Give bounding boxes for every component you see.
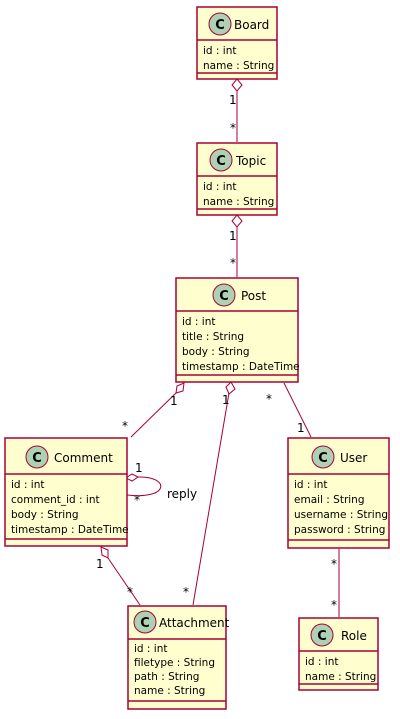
class-stereotype-letter: C [32, 451, 42, 466]
class-stereotype-letter: C [216, 154, 226, 169]
relation-post-comment: 1 * [122, 382, 185, 438]
multiplicity-board-topic-from: 1 [229, 93, 237, 107]
class-name-topic: Topic [235, 154, 266, 168]
class-stereotype-letter: C [318, 451, 328, 466]
class-name-comment: Comment [54, 451, 113, 465]
multiplicity-post-attachment-to: * [183, 585, 189, 599]
attribute: name : String [134, 685, 205, 697]
multiplicity-topic-post-from: 1 [229, 229, 237, 243]
class-attachment: C Attachment id : int filetype : String … [127, 605, 230, 710]
class-topic: C Topic id : int name : String [196, 142, 278, 216]
relation-post-attachment: 1 * [183, 381, 236, 606]
multiplicity-user-role-to: * [331, 598, 337, 612]
class-user: C User id : int email : String username … [287, 437, 390, 549]
attribute: comment_id : int [11, 494, 100, 506]
class-name-board: Board [234, 18, 269, 32]
class-name-user: User [340, 451, 367, 465]
multiplicity-comment-reply-from: 1 [135, 461, 143, 475]
attribute: id : int [11, 479, 44, 491]
multiplicity-post-comment-to: * [122, 419, 128, 433]
class-stereotype-icon [212, 283, 236, 307]
attribute: name : String [203, 60, 274, 72]
class-stereotype-icon [133, 610, 157, 634]
attribute: body : String [182, 346, 250, 358]
class-stereotype-icon [25, 445, 49, 469]
attribute: id : int [134, 643, 167, 655]
class-post: C Post id : int title : String body : St… [175, 277, 300, 383]
relation-topic-post: 1 * [229, 214, 243, 277]
relation-label-reply: reply [167, 487, 197, 501]
relation-post-user: * 1 [266, 382, 312, 438]
multiplicity-post-user-from: * [266, 392, 272, 406]
relation-board-topic: 1 * [229, 78, 243, 142]
multiplicity-post-attachment-from: 1 [222, 393, 230, 407]
relation-comment-attachment: 1 * [96, 546, 141, 606]
attribute: id : int [203, 45, 236, 57]
class-name-attachment: Attachment [159, 616, 230, 630]
attribute: id : int [182, 316, 215, 328]
class-board: C Board id : int name : String [196, 6, 278, 80]
attribute: timestamp : DateTime [11, 524, 129, 536]
attribute: name : String [305, 671, 376, 683]
attribute: email : String [294, 494, 365, 506]
attribute: id : int [203, 181, 236, 193]
attribute: password : String [294, 524, 385, 536]
class-stereotype-letter: C [219, 289, 229, 304]
class-comment: C Comment id : int comment_id : int body… [4, 437, 129, 547]
multiplicity-comment-attachment-from: 1 [96, 557, 104, 571]
relation-user-role: * * [331, 549, 340, 617]
relation-comment-reply: 1 * reply [125, 461, 197, 507]
multiplicity-post-comment-from: 1 [170, 394, 178, 408]
class-stereotype-letter: C [215, 18, 225, 33]
multiplicity-comment-attachment-to: * [127, 585, 133, 599]
attribute: id : int [294, 479, 327, 491]
class-stereotype-letter: C [140, 616, 150, 631]
class-stereotype-icon [208, 12, 232, 36]
multiplicity-user-role-from: * [331, 557, 337, 571]
attribute: id : int [305, 656, 338, 668]
attribute: path : String [134, 671, 199, 683]
class-name-role: Role [341, 629, 367, 643]
multiplicity-comment-reply-to: * [134, 493, 140, 507]
class-stereotype-letter: C [317, 629, 327, 644]
class-name-post: Post [241, 289, 266, 303]
attribute: name : String [203, 196, 274, 208]
attribute: filetype : String [134, 657, 215, 669]
attribute: timestamp : DateTime [182, 361, 300, 373]
class-role: C Role id : int name : String [298, 617, 379, 691]
multiplicity-topic-post-to: * [230, 256, 236, 270]
attribute: username : String [294, 509, 388, 521]
class-stereotype-icon [209, 148, 233, 172]
multiplicity-board-topic-to: * [230, 121, 236, 135]
class-stereotype-icon [311, 445, 335, 469]
attribute: body : String [11, 509, 79, 521]
class-stereotype-icon [310, 623, 334, 647]
multiplicity-post-user-to: 1 [297, 421, 305, 435]
attribute: title : String [182, 331, 244, 343]
